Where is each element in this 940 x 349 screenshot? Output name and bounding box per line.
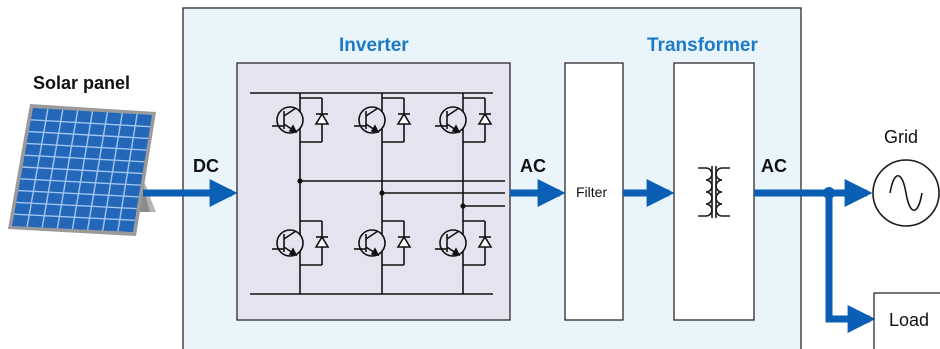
- igbt-transistor-icon: [354, 97, 412, 143]
- igbt-transistor-icon: [272, 97, 330, 143]
- igbt-transistor-icon: [272, 220, 330, 266]
- ac-source-sine-icon: [872, 159, 940, 227]
- load-label: Load: [889, 310, 930, 330]
- transformer-box: [673, 62, 755, 321]
- igbt-transistor-icon: [435, 220, 493, 266]
- igbt-transistor-icon: [354, 220, 412, 266]
- filter-label: Filter: [576, 184, 608, 200]
- solar-panel-icon: [8, 104, 156, 236]
- solar-panel-label: Solar panel: [33, 73, 131, 93]
- dc-label: DC: [193, 156, 219, 176]
- ac-label-transformer: AC: [761, 156, 787, 176]
- transformer-title: Transformer: [647, 35, 758, 56]
- ac-label-inverter: AC: [520, 156, 546, 176]
- igbt-transistor-icon: [435, 97, 493, 143]
- grid-label: Grid: [884, 127, 919, 147]
- inverter-title: Inverter: [339, 35, 409, 56]
- inverter-box: [236, 62, 511, 321]
- inverter-circuit: [250, 92, 505, 295]
- load-flow-arrow: [825, 193, 876, 333]
- load-box: [873, 292, 940, 349]
- transformer-coil-icon: [698, 166, 730, 218]
- filter-box: [564, 62, 624, 321]
